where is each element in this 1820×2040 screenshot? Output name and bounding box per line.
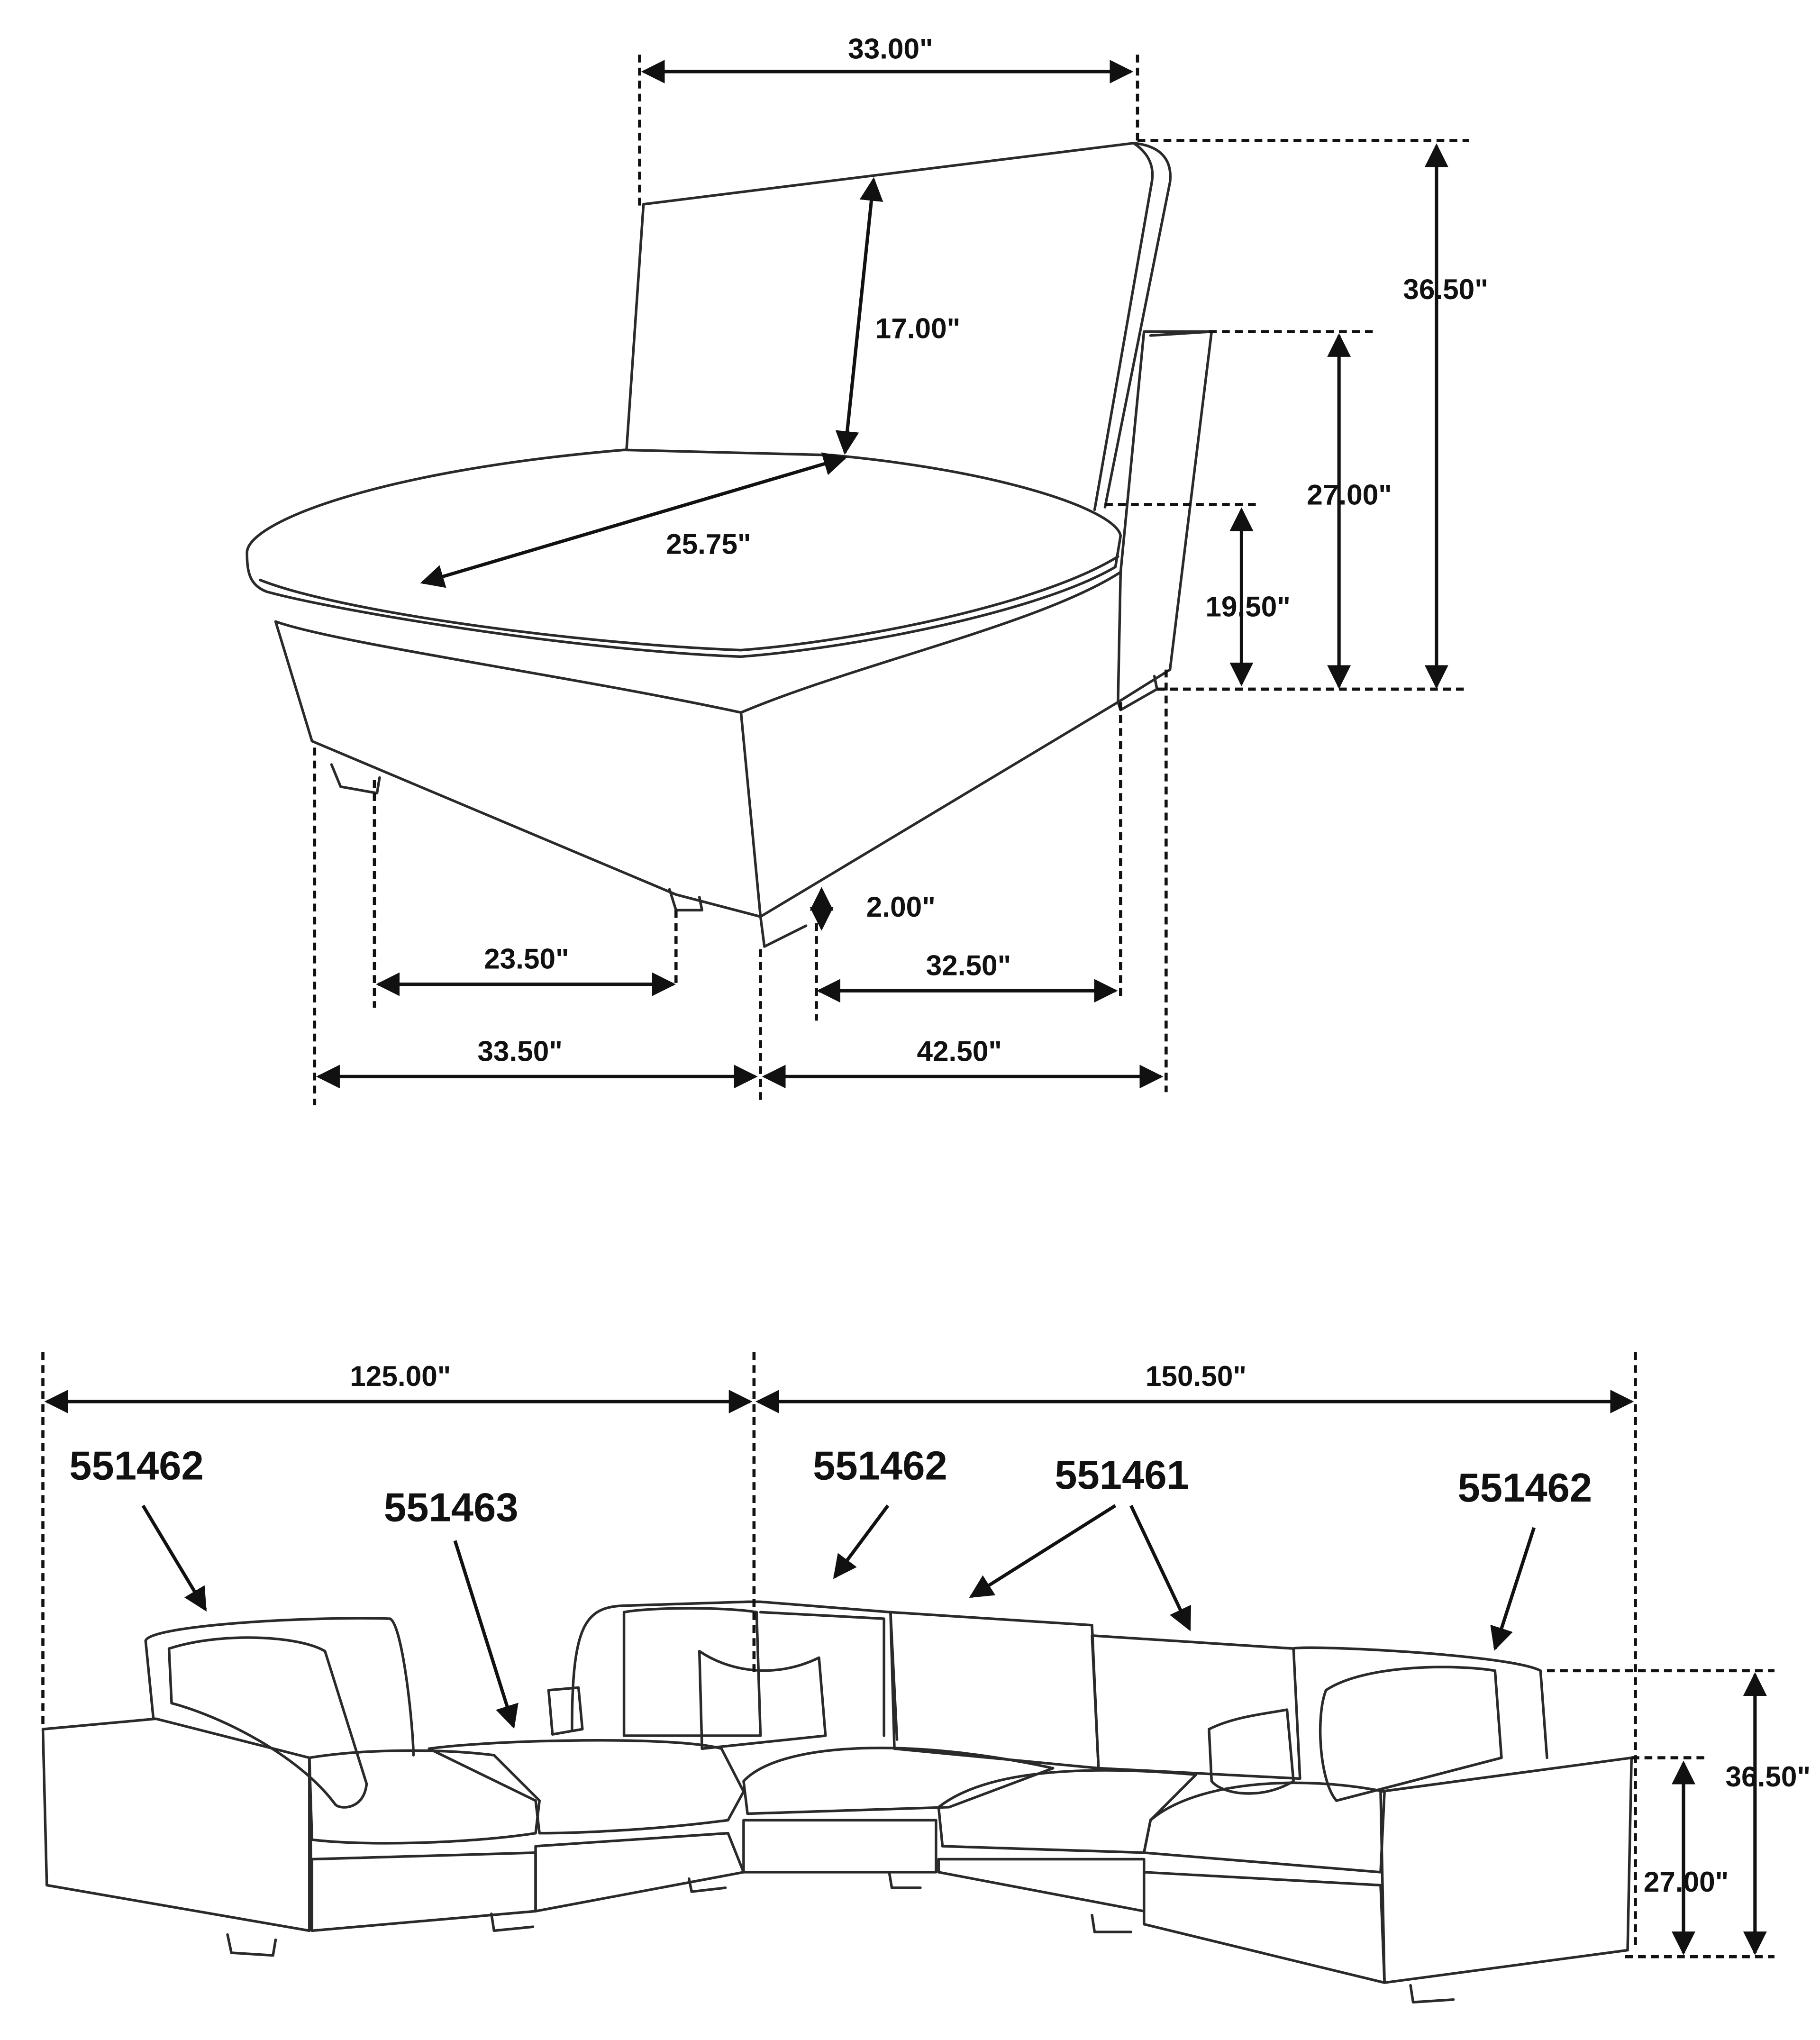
left-back-cushion [144,1617,415,1757]
armless-seat-base [534,1831,745,1912]
corner-arm-stub [547,1686,584,1736]
sectional-extension-lines [41,1352,1774,1958]
sofa-leg [888,1871,922,1889]
chair-arm-side [1117,330,1213,704]
model-label: 551462 [69,1444,204,1489]
sectional-dimension-arrows [44,1390,1767,1955]
dim-sofa-height: 36.50" [1725,1760,1811,1793]
dim-overall-height: 36.50" [1403,273,1488,305]
chair-backrest-inner [1093,142,1154,511]
dim-inner-width: 23.50" [484,943,569,975]
dim-back-height: 17.00" [875,312,961,344]
dim-width-bottom: 33.50" [477,1035,563,1067]
sofa-leg [1091,1913,1133,1933]
seat-cushion [937,1769,1198,1854]
chair-leg [759,915,808,948]
model-label: 551462 [813,1444,947,1489]
dim-inner-depth: 32.50" [926,949,1011,981]
right-back-cushion [1292,1646,1548,1759]
left-seat-cushion [308,1749,541,1845]
left-seat-base [310,1851,537,1932]
sofa-leg [687,1877,727,1893]
chair-dimension-labels: 33.00" 36.50" 17.00" 27.00" 25.75" 19.50… [477,33,1488,1067]
dim-right-length: 150.50" [1146,1360,1247,1392]
dim-leg-height: 2.00" [866,891,936,923]
corner-back [571,1600,899,1741]
dim-seat-height: 19.50" [1205,590,1291,622]
corner-seat-base [742,1819,937,1874]
dim-seat-depth: 25.75" [666,528,751,560]
dim-depth-bottom: 42.50" [917,1035,1002,1067]
seat-base [937,1858,1146,1912]
sofa-leg [226,1933,277,1957]
model-pointer-arrows [141,1504,1536,1729]
corner-throw-pillow [698,1649,827,1750]
back-cushion [1091,1634,1301,1780]
small-throw-pillow [1208,1708,1295,1795]
back-cushion [889,1611,1100,1770]
chair-dimension-arrows [316,60,1448,1089]
chair-extension-lines [313,55,1469,1105]
left-arm [41,1717,314,1932]
dim-width-top: 33.00" [848,33,933,65]
dim-left-length: 125.00" [350,1360,451,1392]
chair-leg [668,888,703,911]
chair-base [274,571,1122,918]
model-label: 551461 [1055,1453,1189,1498]
chair-base-seam [739,711,762,918]
sectional-labels: 125.00" 150.50" 36.50" 27.00" 551462 551… [69,1360,1811,1898]
left-throw-pillow [167,1636,368,1809]
sectional-sofa-drawing [41,1600,1633,2004]
chair-seat-seam [258,555,1119,652]
right-seat-base [1142,1871,1386,1984]
sofa-leg [1409,1984,1455,2004]
armless-seat-cushion [428,1739,745,1835]
right-arm [1379,1756,1633,1984]
dim-arm-height: 27.00" [1307,478,1392,510]
right-throw-pillow [1319,1666,1503,1802]
sofa-leg [490,1912,535,1932]
dim-sofa-arm-height: 27.00" [1644,1866,1729,1898]
corner-pillow [622,1607,885,1737]
model-label: 551463 [384,1485,519,1530]
corner-seat-cushion [742,1747,1055,1815]
chair-leg [330,763,381,795]
model-label: 551462 [1458,1466,1592,1511]
